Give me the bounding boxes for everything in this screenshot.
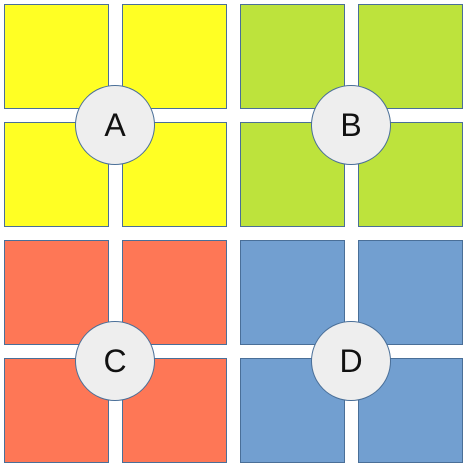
tile (358, 240, 463, 345)
tile (122, 240, 227, 345)
group-label-badge: D (311, 321, 391, 401)
group-label-badge: A (75, 85, 155, 165)
group-label-badge: C (75, 321, 155, 401)
tile (122, 4, 227, 109)
tile (358, 4, 463, 109)
quadrant-group-c: C (4, 240, 229, 465)
quadrant-group-d: D (240, 240, 465, 465)
quadrant-group-a: A (4, 4, 229, 229)
group-label-badge: B (311, 85, 391, 165)
quadrant-group-b: B (240, 4, 465, 229)
